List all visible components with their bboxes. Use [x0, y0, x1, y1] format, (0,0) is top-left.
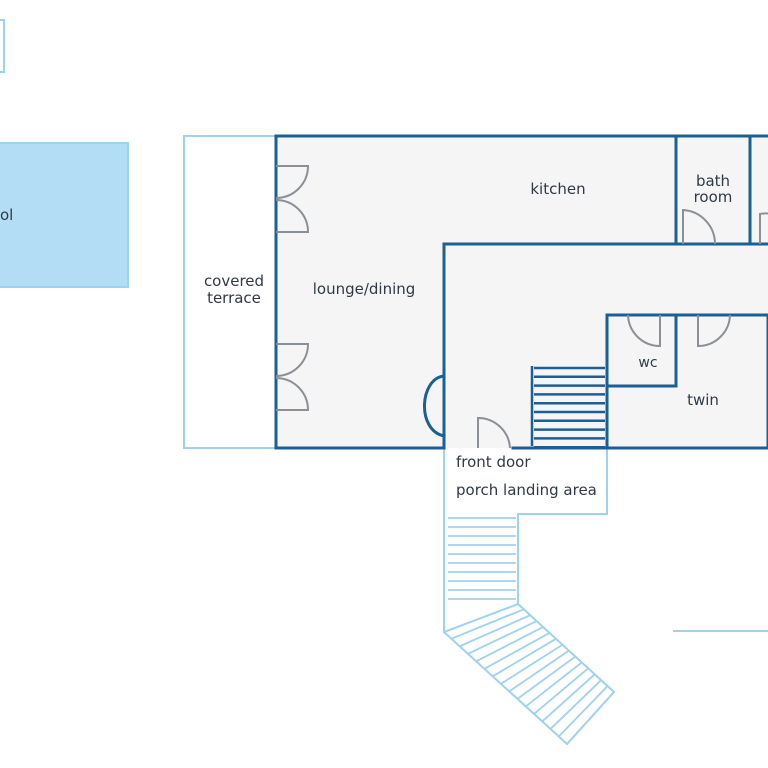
front-door-label: front door — [456, 453, 531, 471]
kitchen-partition — [442, 134, 678, 450]
stair-tread — [558, 685, 609, 738]
stair-tread — [451, 608, 525, 640]
terrace-door-bottom — [275, 343, 310, 411]
wc-label: wc — [638, 355, 657, 371]
porch-stairs-diagonal-outline — [443, 603, 616, 746]
curved-wall — [423, 374, 446, 438]
front-door — [477, 416, 511, 449]
stair-tread — [508, 649, 570, 693]
stair-tread — [483, 632, 550, 670]
porch-stairs-straight — [448, 517, 516, 600]
terrace-door-top — [275, 165, 310, 233]
stair-tread — [459, 614, 531, 648]
stair-tread — [541, 673, 596, 723]
pool — [0, 142, 129, 288]
bathroom-door — [682, 208, 717, 245]
covered-terrace-label-1: covered — [204, 272, 264, 290]
wc-twin-walls — [605, 313, 768, 450]
stair-tread — [500, 643, 563, 685]
porch-label: porch landing area — [456, 481, 597, 499]
kitchen-floor — [444, 136, 676, 244]
wc-door — [627, 314, 661, 348]
bathroom-label-1: bath — [696, 172, 730, 190]
porch-landing — [443, 448, 608, 634]
kitchen-label: kitchen — [530, 180, 585, 198]
stair-tread — [549, 679, 602, 730]
stair-tread — [475, 626, 544, 663]
internal-stairs — [534, 366, 605, 449]
stair-tread — [516, 655, 576, 700]
twin-label: twin — [687, 391, 719, 409]
lounge-label: lounge/dining — [313, 280, 416, 298]
bathroom-label-2: room — [694, 188, 733, 206]
twin-door — [697, 314, 731, 348]
edge-box — [0, 19, 5, 73]
pool-label: ol — [0, 206, 13, 224]
covered-terrace-label-2: terrace — [207, 289, 261, 307]
stair-tread — [467, 620, 538, 655]
right-edge-door — [759, 212, 768, 244]
stair-tread — [525, 661, 583, 708]
stair-tread — [492, 638, 557, 678]
stair-tread — [533, 667, 589, 715]
porch-stairs-diagonal — [451, 608, 615, 745]
